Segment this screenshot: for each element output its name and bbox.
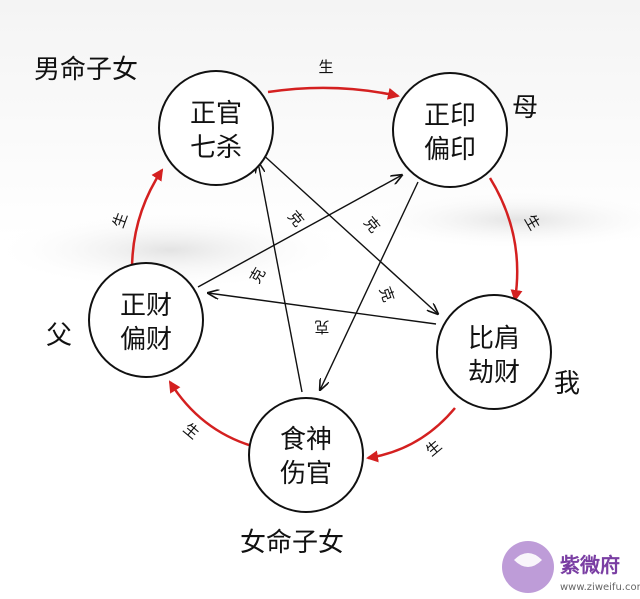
control-arrow-right-to-bottom	[320, 181, 419, 390]
generate-label-left: 生	[109, 210, 131, 230]
node-bottom-line1: 食神	[280, 425, 332, 455]
generate-label-lowright: 生	[422, 436, 445, 459]
role-label-self: 我	[554, 369, 580, 399]
generate-arrow-bottom-to-left	[168, 380, 253, 448]
control-label: 克	[314, 318, 329, 336]
brand-name: 紫微府	[560, 553, 620, 577]
role-label-father: 父	[46, 321, 72, 351]
node-left-line1: 正财	[120, 291, 172, 321]
node-lowright-line1: 比肩	[468, 324, 520, 354]
control-arrow-lowright-to-left	[208, 293, 437, 325]
background-mist	[0, 210, 350, 290]
node-left: 正财 偏财	[88, 262, 204, 378]
generate-label-bottom: 生	[180, 419, 203, 442]
role-label-male-children: 男命子女	[34, 55, 138, 85]
generate-label-top: 生	[318, 58, 333, 76]
control-arrow-left-to-right	[197, 175, 402, 288]
control-label: 克	[376, 284, 398, 304]
generate-arrow-top-to-right	[267, 86, 400, 100]
generate-arrow-right-to-lowright	[488, 177, 523, 302]
watermark: 紫微府 www.ziweifu.com	[502, 541, 640, 593]
node-lowright: 比肩 劫财	[436, 294, 552, 410]
brand-logo-mark	[514, 553, 542, 567]
node-top-line1: 正官	[190, 99, 242, 129]
control-arrow-bottom-to-top	[258, 162, 303, 393]
role-label-mother: 母	[512, 93, 538, 123]
brand-url: www.ziweifu.com	[560, 582, 640, 593]
node-right-line2: 偏印	[424, 135, 476, 165]
node-lowright-line2: 劫财	[468, 358, 520, 388]
node-bottom: 食神 伤官	[248, 397, 364, 513]
control-arrow-top-to-lowright	[259, 151, 438, 314]
node-top: 正官 七杀	[158, 70, 274, 186]
node-bottom-line2: 伤官	[280, 459, 332, 489]
role-label-female-children: 女命子女	[240, 528, 344, 558]
generate-arrow-left-to-top	[130, 168, 164, 271]
node-right-line1: 正印	[424, 101, 476, 131]
background-mist	[360, 190, 640, 250]
generate-arrow-lowright-to-bottom	[366, 407, 456, 463]
node-left-line2: 偏财	[120, 325, 172, 355]
node-right: 正印 偏印	[392, 72, 508, 188]
node-top-line2: 七杀	[190, 133, 242, 163]
